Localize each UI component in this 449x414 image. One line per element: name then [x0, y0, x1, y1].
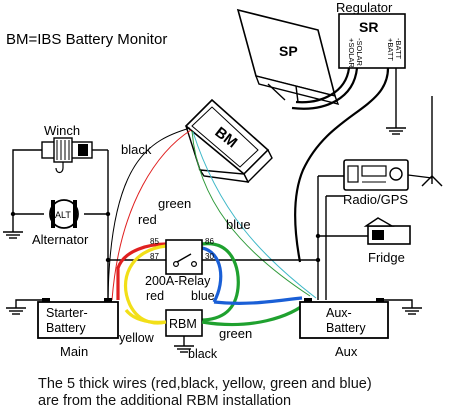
regulator-terminal-4: +SOLAR [347, 38, 356, 68]
battery-monitor-screen [191, 106, 259, 168]
wire-label-black: black [121, 142, 152, 157]
regulator-terminal-2: +BATT [386, 38, 395, 61]
bm-wire-cyan [192, 131, 317, 299]
junction-dot [315, 257, 321, 263]
rbm-label: RBM [169, 317, 197, 331]
thick-red-wire [116, 242, 167, 300]
battery-monitor-base [198, 169, 250, 183]
relay-terminal-30: 30 [205, 252, 214, 261]
regulator-battery-cable [294, 67, 390, 263]
starter-terminal [42, 298, 50, 302]
bm-wire-black [107, 127, 191, 301]
relay-switch [176, 253, 192, 263]
thick-blue-wire [201, 246, 223, 303]
winch-label: Winch [44, 123, 80, 138]
aux-battery-sub: Aux [335, 344, 358, 359]
alternator-label: Alternator [32, 232, 89, 247]
regulator: Regulator SR -BATT +BATT -SOLAR +SOLAR [336, 0, 406, 69]
solar-panel-stand [295, 85, 299, 103]
junction-dot [10, 211, 16, 217]
caption-line-2: are from the additional RBM installation [38, 393, 292, 409]
solar-cable [291, 67, 359, 110]
starter-battery-sub: Main [60, 344, 88, 359]
solar-panel-stand [267, 83, 286, 101]
junction-dot [105, 257, 111, 263]
solar-cable [295, 67, 351, 104]
regulator-label: Regulator [336, 0, 393, 15]
regulator-terminal-3: -SOLAR [355, 38, 364, 67]
aux-terminal [376, 298, 384, 302]
relay-circuit: 85 86 87 30 200A-Relay RBM [105, 237, 321, 353]
antenna-leg [431, 175, 443, 187]
radio-label: Radio/GPS [343, 192, 408, 207]
wire-label-red: red [138, 212, 157, 227]
relay-terminal-86: 86 [205, 237, 214, 246]
starter-battery-box [37, 301, 119, 339]
alternator-side [51, 200, 55, 228]
bm-wire-green [191, 130, 311, 297]
thick-yellow-wire-starter [124, 308, 167, 324]
winch-wire [12, 149, 42, 232]
radio-dial [347, 165, 359, 183]
winch-motor [78, 144, 88, 156]
relay-wire-label-red: red [146, 289, 164, 303]
relay-label: 200A-Relay [145, 274, 211, 288]
relay-wire-label-blue: blue [191, 289, 215, 303]
aux-battery-label-1: Aux- [326, 306, 352, 320]
radio-knob [389, 167, 403, 181]
regulator-abbr: SR [359, 19, 378, 35]
relay-terminal-85: 85 [150, 237, 159, 246]
caption-line-1: The 5 thick wires (red,black, yellow, gr… [38, 376, 372, 392]
bm-wire-red [111, 129, 192, 301]
relay-terminal-87: 87 [150, 252, 159, 261]
starter-battery-label-1: Starter- [46, 306, 88, 320]
alternator-symbol [49, 199, 79, 229]
antenna [407, 96, 443, 187]
diagram-title: BM=IBS Battery Monitor [6, 31, 167, 48]
aux-terminal [304, 298, 312, 302]
aux-ground-wire [384, 299, 413, 308]
fridge: Fridge [363, 217, 411, 265]
thick-blue-wire-aux [213, 296, 303, 305]
antenna-cable [407, 174, 433, 179]
starter-battery-label-2: Battery [46, 321, 86, 335]
aux-battery-label-2: Battery [326, 321, 366, 335]
radio-display [361, 165, 387, 177]
caption: The 5 thick wires (red,black, yellow, gr… [38, 376, 443, 410]
relay-contact [191, 261, 198, 268]
fridge-lid [363, 217, 395, 227]
winch-hook [55, 162, 64, 174]
wire-label-green: green [158, 196, 191, 211]
starter-battery: Starter- Battery Main [6, 298, 119, 359]
wire-label-green-bottom: green [219, 326, 252, 341]
thick-green-wire [199, 242, 240, 322]
starter-ground-wire [15, 299, 42, 308]
fridge-panel [372, 230, 384, 240]
junction-dot [315, 233, 321, 239]
solar-panel-label: SP [279, 43, 298, 59]
junction-dot [105, 211, 111, 217]
regulator-box [338, 13, 406, 69]
alternator-badge: ALT [55, 210, 71, 220]
battery-monitor: BM [184, 98, 273, 184]
wire-label-blue: blue [226, 217, 251, 232]
alternator-side [73, 200, 77, 228]
fridge-label: Fridge [368, 250, 405, 265]
wire-label-yellow: yellow [119, 331, 155, 345]
solar-panel: SP [236, 8, 340, 106]
aux-battery: Aux- Battery Aux [299, 298, 422, 359]
winch-circuit: Winch ALT Alternator [3, 123, 111, 300]
wire-label-black-bottom: black [188, 347, 218, 361]
relay-contact [173, 261, 180, 268]
regulator-terminal-1: -BATT [394, 38, 403, 60]
starter-terminal [104, 298, 112, 302]
radio-gps: Radio/GPS [343, 159, 409, 207]
aux-battery-box [299, 301, 389, 339]
relay-box [165, 239, 203, 275]
